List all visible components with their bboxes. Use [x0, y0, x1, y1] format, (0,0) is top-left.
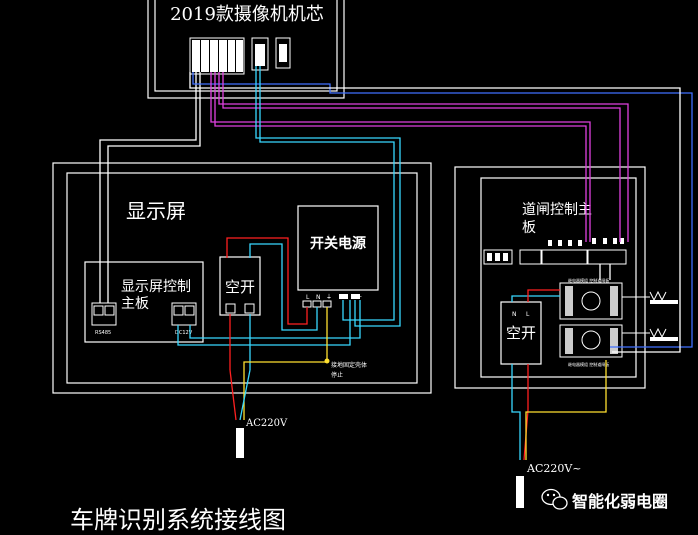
gate-cabinet: 道闸控制主 板 空开 N L	[454, 166, 678, 389]
camera-title: 2019款摄像机机芯	[170, 4, 324, 25]
psu-label: 开关电源	[310, 235, 366, 252]
display-screen-label: 显示屏	[126, 199, 186, 223]
relay-module-top	[559, 282, 623, 320]
rs485-label: RS485	[95, 330, 111, 336]
watermark: 智能化弱电圈	[541, 488, 668, 511]
relay-label-top: 继电器模组 控制道闸板	[568, 277, 609, 283]
psu-terminals: L N ⏚ V- V+	[302, 294, 362, 308]
relay-module-bottom	[559, 324, 623, 358]
gate-board-label-1: 道闸控制主	[522, 202, 592, 218]
camera-terminal-block	[189, 37, 291, 75]
gate-terminal-strip	[483, 238, 627, 265]
display-board-label-1: 显示屏控制	[121, 279, 191, 295]
wires	[99, 66, 693, 461]
ac-plug-left	[236, 428, 244, 458]
watermark-text: 智能化弱电圈	[572, 492, 668, 511]
svg-text:L: L	[306, 294, 310, 301]
gate-air-switch	[500, 301, 542, 365]
dc12v-terminal: DC12V	[171, 302, 197, 336]
loop-coils	[622, 290, 678, 341]
camera-module: 2019款摄像机机芯	[147, 0, 345, 99]
diagram-title: 车牌识别系统接线图	[70, 506, 286, 534]
wechat-icon	[541, 488, 568, 510]
ac-plug-right	[516, 476, 524, 508]
display-cabinet: 显示屏 显示屏控制 主板 RS485 DC12V 空开 开关电源 L N ⏚	[52, 162, 432, 394]
display-board-label-2: 主板	[121, 296, 149, 312]
gate-air-switch-label: 空开	[506, 324, 536, 342]
ac-label-left: AC220V	[245, 418, 288, 429]
svg-text:N: N	[316, 294, 321, 301]
rs485-terminal: RS485	[91, 302, 117, 336]
switching-power-supply	[297, 205, 379, 291]
dc12v-label: DC12V	[175, 330, 193, 336]
relay-label-bottom: 继电器模组 控制道闸板	[568, 361, 609, 367]
svg-text:N: N	[512, 311, 517, 318]
ac-label-right: AC220V~	[526, 462, 582, 475]
display-control-board	[84, 261, 204, 343]
ground-note-1: 接地固定壳体	[331, 361, 367, 369]
air-switch-label: 空开	[225, 278, 255, 296]
gate-board-label-2: 板	[522, 220, 536, 236]
display-air-switch	[219, 256, 261, 316]
svg-text:⏚: ⏚	[326, 294, 332, 301]
svg-text:L: L	[526, 311, 530, 318]
ground-note-2: 停止	[331, 371, 343, 379]
